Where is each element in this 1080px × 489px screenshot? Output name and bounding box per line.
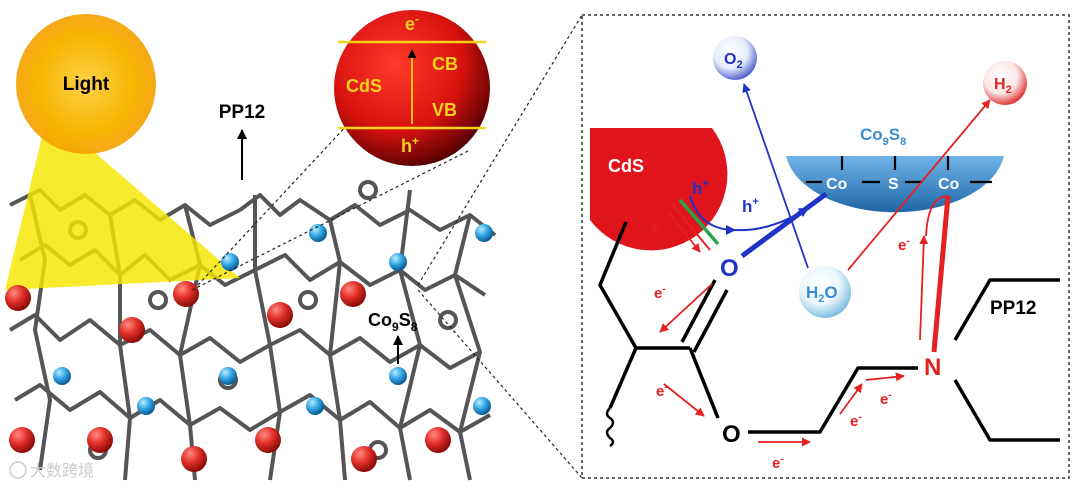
carbonyl-oxygen: O	[720, 255, 739, 282]
panel-zoom-lines	[417, 14, 583, 479]
svg-text:e-: e-	[654, 284, 666, 302]
sphere-cds-label: CdS	[346, 76, 382, 96]
hole-label-2: h+	[742, 196, 759, 216]
svg-text:e-: e-	[656, 382, 668, 400]
co9s8-right-label: Co9S8	[860, 125, 906, 148]
water-oxidation-arrow	[742, 83, 809, 269]
o2-molecule	[713, 36, 757, 80]
h2o-label: H2O	[806, 283, 838, 305]
sphere-vb-label: VB	[432, 100, 457, 120]
sphere-hole-label: h+	[401, 134, 419, 156]
cds-particles	[5, 281, 451, 472]
cds-half-disk	[590, 128, 728, 251]
co9s8-particles	[53, 224, 493, 415]
svg-text:e-: e-	[898, 236, 910, 254]
hole-label-1: h+	[692, 178, 709, 198]
pp12-skeleton	[598, 221, 1060, 442]
cds-band-sphere: e- CB CdS VB h+	[334, 10, 490, 166]
svg-text:e-: e-	[880, 390, 892, 408]
electron-transfer-arrows	[659, 211, 929, 447]
n-co-coordination-bond	[931, 195, 951, 353]
h2-molecule	[983, 61, 1027, 105]
sphere-cb-label: CB	[432, 54, 458, 74]
hole-transfer-arrow-2	[734, 207, 809, 232]
s-atom: S	[888, 176, 899, 193]
hydrogen-evolution-arrow	[847, 99, 991, 271]
green-interface-bond	[678, 198, 720, 246]
svg-text:e-: e-	[850, 412, 862, 430]
co-atom-left: Co	[826, 176, 848, 193]
o2-label: O2	[724, 51, 743, 71]
sphere-electron-label: e-	[405, 12, 419, 34]
ester-oxygen: O	[722, 421, 741, 448]
h2-label: H2	[994, 76, 1012, 96]
hole-transfer-arrow-1	[689, 195, 736, 235]
red-interface-bond	[671, 203, 711, 251]
cds-right-label: CdS	[608, 156, 644, 176]
watermark: 大数跨境	[30, 461, 94, 480]
co-s-co-bonds	[806, 156, 992, 184]
amine-nitrogen: N	[924, 354, 941, 381]
pp12-right-label: PP12	[990, 298, 1036, 319]
light-label: Light	[63, 74, 110, 95]
pp12-left-label: PP12	[219, 102, 265, 123]
o-co-coordination-bond	[740, 191, 828, 259]
co9s8-left-label: Co9S8	[368, 310, 418, 334]
svg-text:e-: e-	[772, 454, 784, 472]
co-atom-right: Co	[938, 176, 960, 193]
zoom-guide-lines	[191, 121, 471, 291]
light-beam	[5, 112, 240, 290]
electron-to-co-arrow	[925, 195, 949, 237]
watermark-logo-icon	[9, 461, 27, 479]
electron-labels: e- e- e- e- e- e- e-	[652, 218, 910, 472]
h2o-molecule	[799, 266, 851, 318]
polymer-wavy-end	[605, 407, 615, 448]
light-source-sun	[16, 14, 156, 154]
svg-text:e-: e-	[652, 218, 664, 236]
